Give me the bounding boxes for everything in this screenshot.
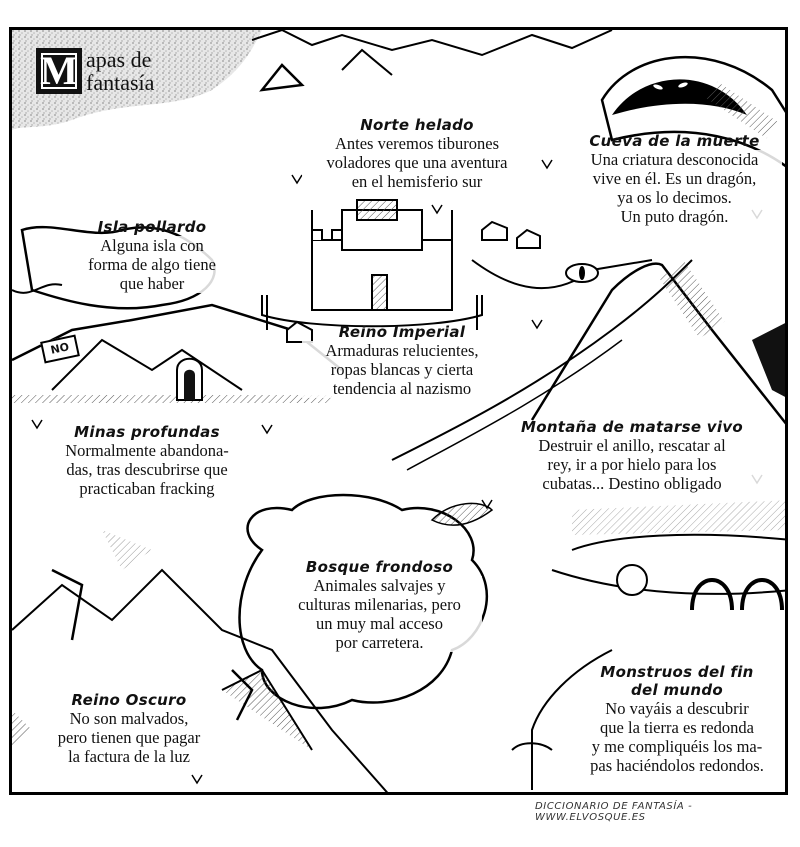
region-cueva-de-la-muerte: Cueva de la muerte Una criatura desconoc… bbox=[567, 132, 782, 226]
dropcap-letter: M bbox=[36, 48, 82, 94]
region-minas-profundas: Minas profundas Normalmente abandona- da… bbox=[42, 423, 252, 498]
region-montana-de-matarse-vivo: Montaña de matarse vivo Destruir el anil… bbox=[492, 418, 772, 493]
censored-pixelation bbox=[28, 140, 218, 210]
map-title: M apas de fantasía bbox=[36, 48, 154, 94]
region-reino-imperial: Reino Imperial Armaduras relucientes, ro… bbox=[302, 323, 502, 398]
region-norte-helado: Norte helado Antes veremos tiburones vol… bbox=[302, 116, 532, 191]
comic-panel: NO M apas de fantasía Norte helado Antes… bbox=[9, 27, 788, 795]
fantasy-map-drawing bbox=[12, 30, 785, 792]
credit-line: Diccionario de fantasía - www.elvosque.e… bbox=[535, 801, 693, 823]
region-bosque-frondoso: Bosque frondoso Animales salvajes y cult… bbox=[277, 558, 482, 652]
region-isla: Isla pollardo Alguna isla con forma de a… bbox=[67, 218, 237, 293]
region-monstruos-del-fin-del-mundo: Monstruos del fin del mundo No vayáis a … bbox=[572, 663, 782, 775]
title-text: apas de fantasía bbox=[86, 47, 155, 95]
region-reino-oscuro: Reino Oscuro No son malvados, pero tiene… bbox=[34, 691, 224, 766]
